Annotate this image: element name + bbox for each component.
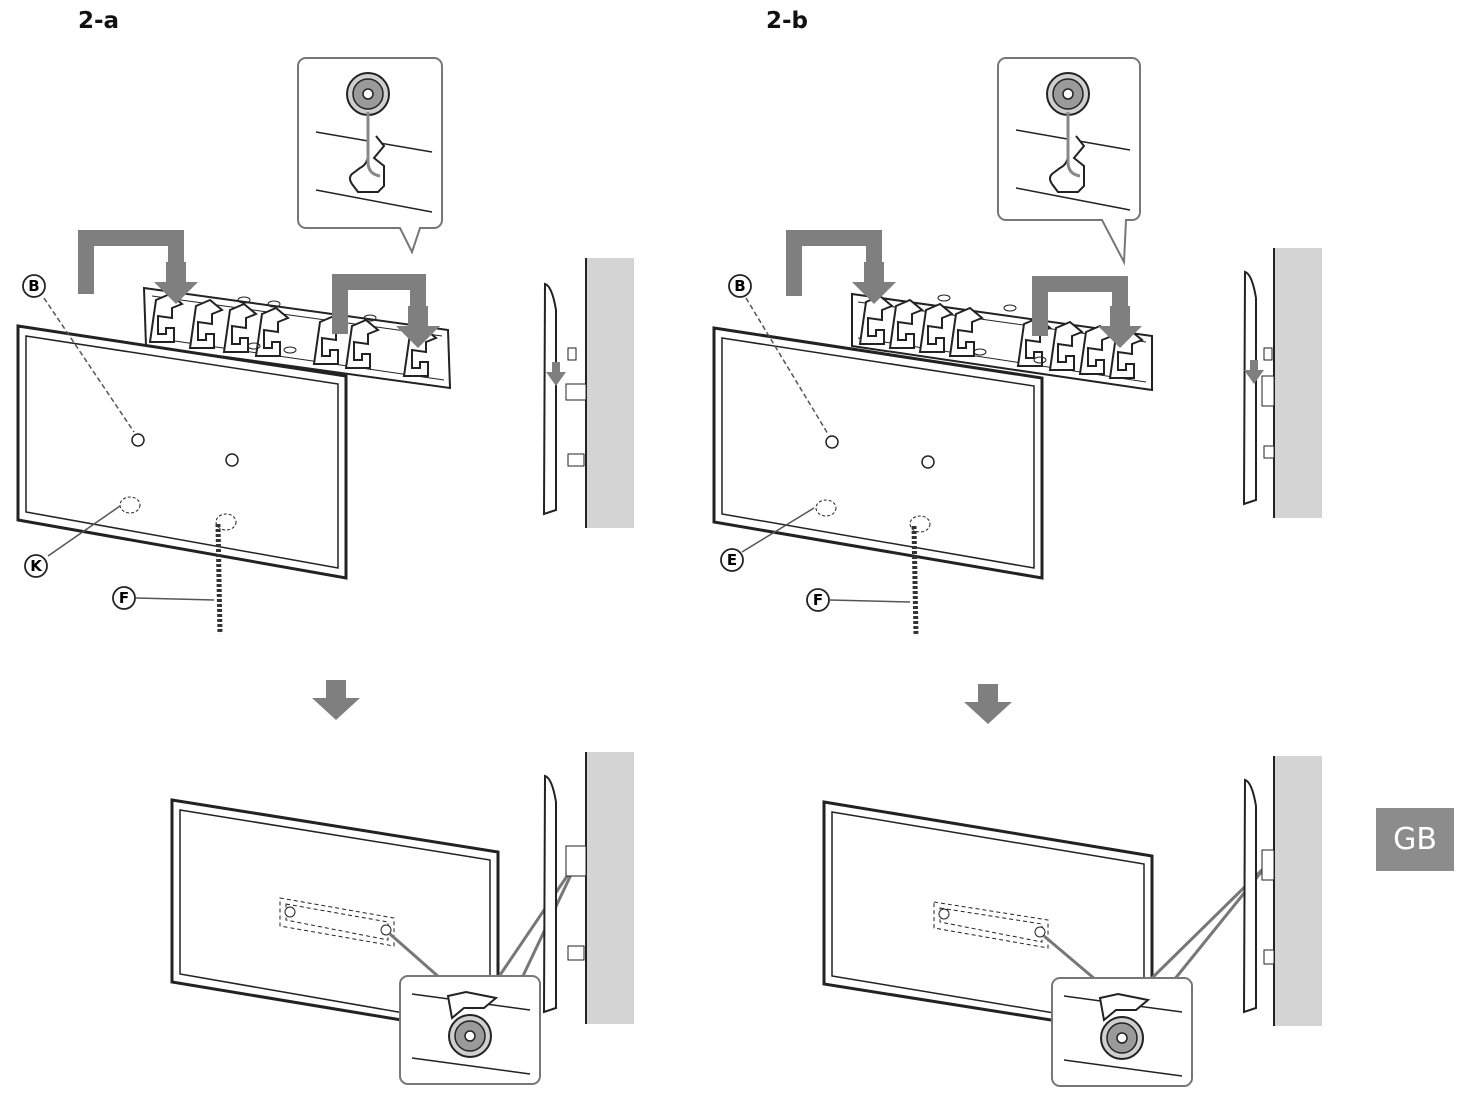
hook-zoom-callout-2a [297, 57, 443, 255]
step-2a-label: 2-a [78, 8, 120, 34]
tv-back-2a [16, 324, 348, 580]
callout-f-2b: F [806, 588, 830, 612]
side-view-2a [542, 258, 634, 528]
step-2b-label: 2-b [766, 8, 809, 34]
svg-text:F: F [119, 589, 129, 607]
svg-text:F: F [813, 591, 823, 609]
svg-text:E: E [727, 551, 737, 569]
tv-back-2b [712, 326, 1044, 580]
side-view-result-2a [542, 752, 634, 1024]
panel-2b-top: B E F [712, 57, 1322, 637]
language-tab: GB [1376, 808, 1454, 871]
roller-zoom-callout-2a [399, 975, 541, 1085]
panel-2a-result [170, 752, 634, 1085]
callout-f-2a: F [112, 586, 136, 610]
flow-arrow-2b [964, 684, 1012, 724]
wall-bracket-2b [851, 292, 1153, 392]
side-view-2b [1242, 248, 1322, 518]
svg-text:B: B [734, 277, 745, 295]
wall-bracket-2a [142, 286, 452, 390]
roller-zoom-callout-2b [1051, 977, 1193, 1087]
callout-b-2a: B [22, 274, 46, 298]
side-view-result-2b [1242, 756, 1322, 1026]
panel-2b-result [822, 756, 1322, 1087]
callout-e-2b: E [720, 548, 744, 572]
svg-text:B: B [28, 277, 39, 295]
hook-zoom-callout-2b [997, 57, 1141, 266]
callout-k-2a: K [24, 554, 48, 578]
callout-b-2b: B [728, 274, 752, 298]
panel-2a-top: B K F [16, 57, 634, 635]
svg-text:K: K [30, 557, 43, 575]
flow-arrow-2a [312, 680, 360, 720]
